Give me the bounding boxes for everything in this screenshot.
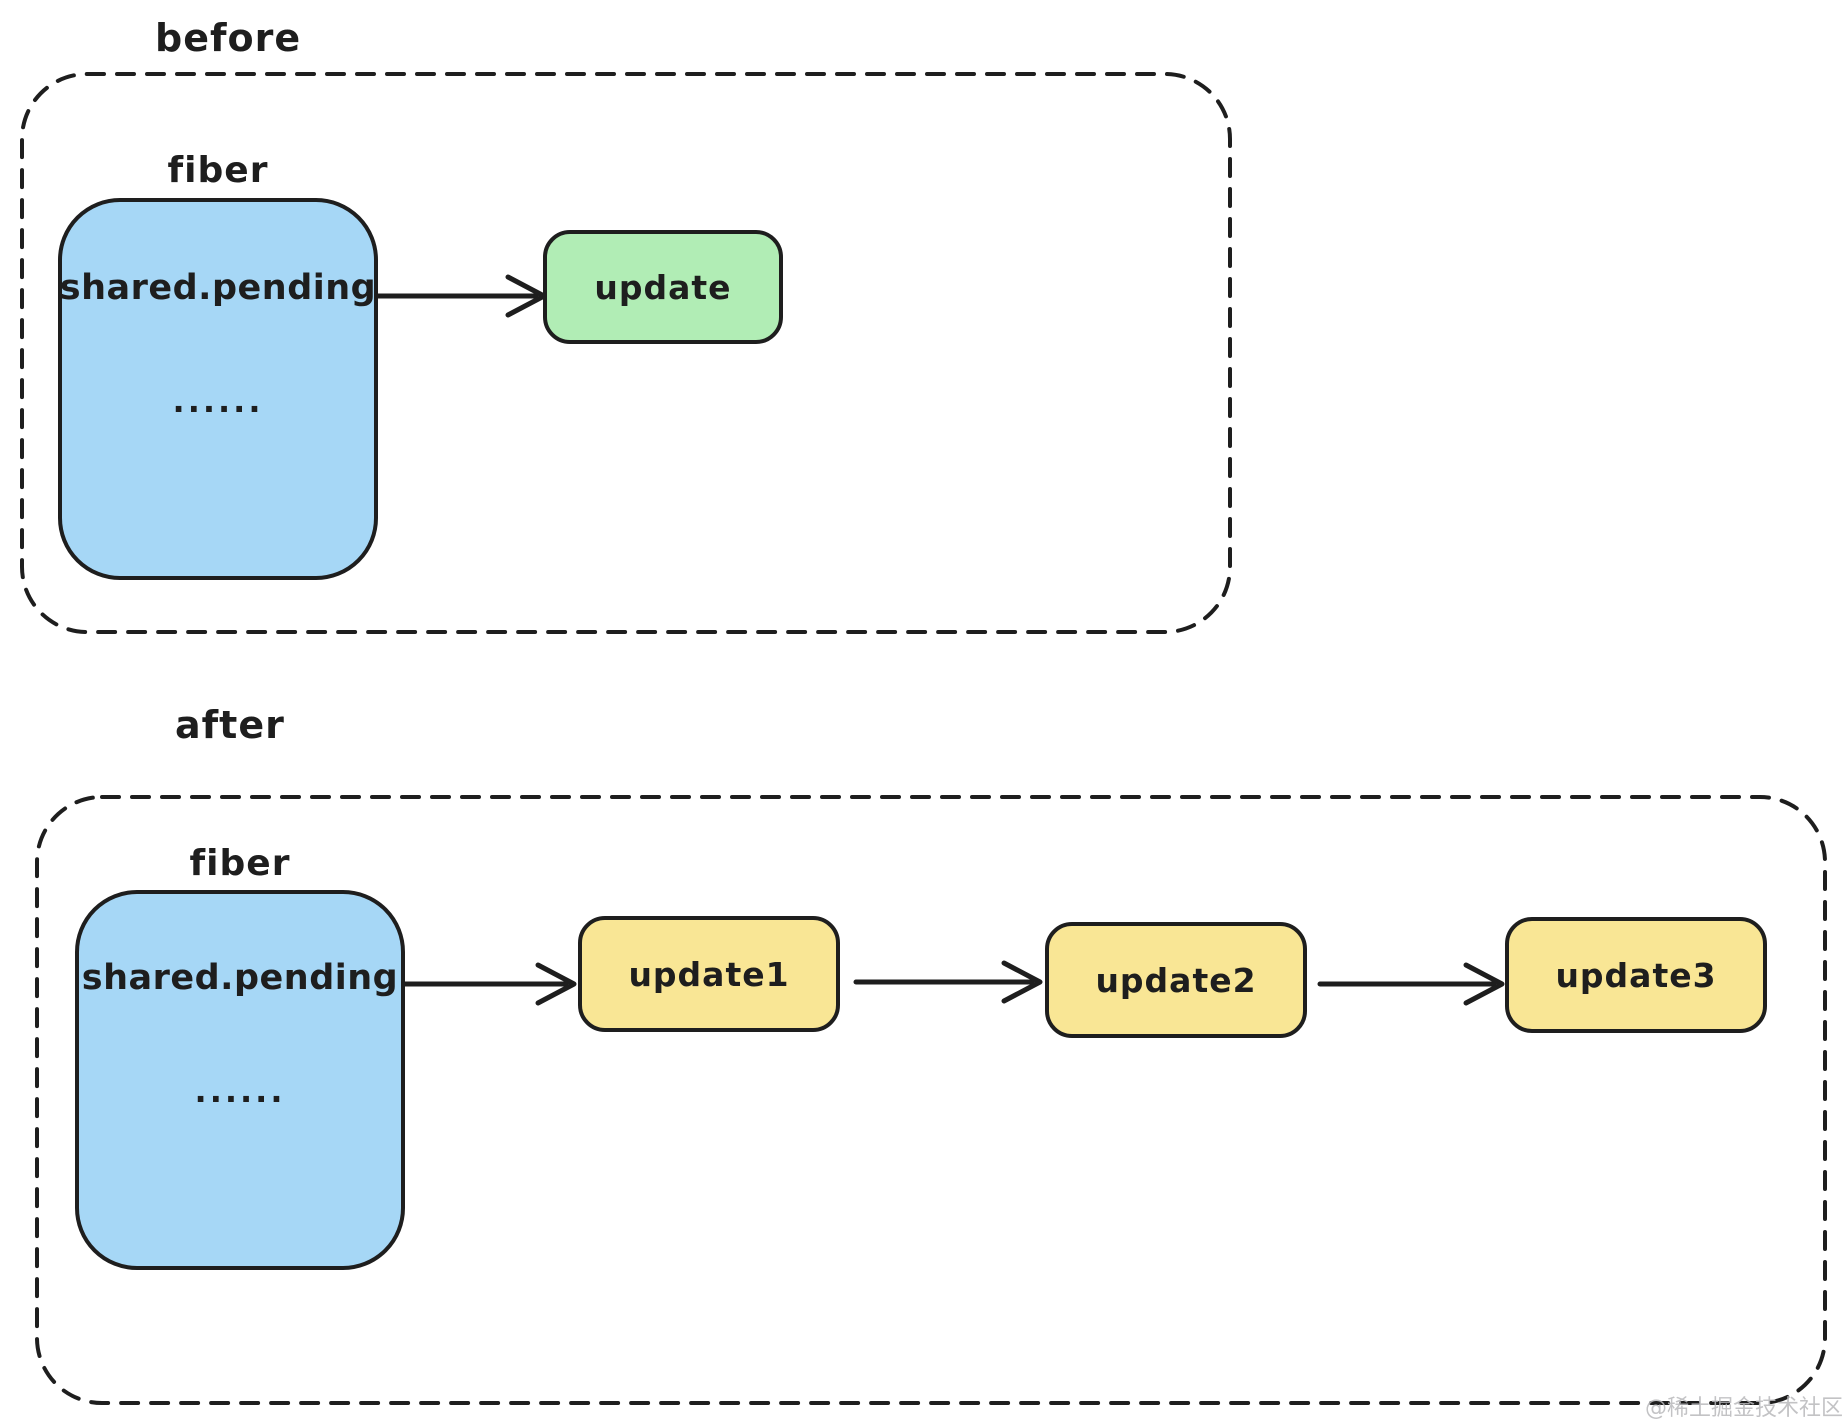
arrow-update2-to-update3 bbox=[1317, 962, 1505, 1006]
before-fiber-caption: fiber bbox=[167, 150, 269, 191]
before-update-node: update bbox=[543, 230, 783, 344]
before-shared-pending-field: shared.pending bbox=[59, 268, 377, 308]
before-update-node-label: update bbox=[594, 267, 732, 307]
after-update3-node-label: update3 bbox=[1555, 955, 1717, 995]
before-container-border bbox=[20, 72, 1232, 634]
watermark-text: @稀土掘金技术社区 bbox=[1644, 1396, 1843, 1421]
before-fiber-box bbox=[58, 198, 378, 580]
after-container-border bbox=[35, 795, 1827, 1405]
arrow-before-pending-to-update bbox=[363, 274, 547, 318]
after-update2-node: update2 bbox=[1045, 922, 1307, 1038]
after-update1-node: update1 bbox=[578, 916, 840, 1032]
arrow-after-pending-to-update1 bbox=[395, 962, 577, 1006]
after-update1-node-label: update1 bbox=[628, 954, 790, 994]
after-shared-pending-field: shared.pending bbox=[81, 958, 399, 998]
before-section-label: before bbox=[155, 16, 302, 60]
after-update3-node: update3 bbox=[1505, 917, 1767, 1033]
after-section-label: after bbox=[175, 703, 285, 747]
arrow-update1-to-update2 bbox=[853, 960, 1043, 1004]
after-update2-node-label: update2 bbox=[1095, 960, 1257, 1000]
after-fiber-caption: fiber bbox=[189, 843, 291, 884]
after-fiber-ellipsis: ...... bbox=[194, 1072, 286, 1110]
after-fiber-box bbox=[75, 890, 405, 1270]
before-fiber-ellipsis: ...... bbox=[172, 382, 264, 420]
